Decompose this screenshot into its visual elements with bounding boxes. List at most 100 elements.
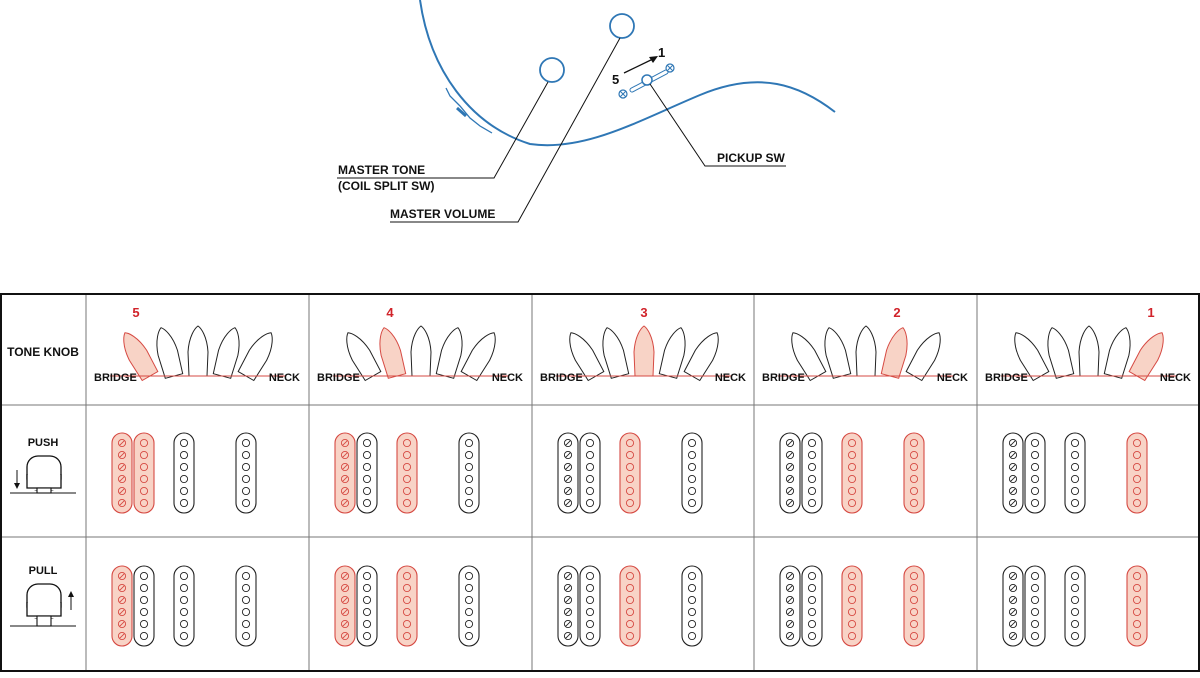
pull-pickup-row (779, 565, 925, 647)
bridge-humbucker-coil-a (1002, 565, 1024, 647)
pull-knob-row-label: PULL (10, 565, 76, 627)
switch-lever-active (633, 325, 655, 377)
push-pickup-row (557, 432, 703, 514)
bridge-humbucker-coil-b (801, 432, 823, 514)
middle-pickup (619, 565, 641, 647)
pull-pickup-row (1002, 565, 1148, 647)
pull-pickup-row (557, 565, 703, 647)
switching-table: TONE KNOB PUSH PULL (0, 293, 1200, 672)
master-volume-knob[interactable] (609, 13, 635, 39)
bridge-humbucker-coil-b (1024, 565, 1046, 647)
pull-label: PULL (29, 565, 58, 577)
neck-pickup (903, 565, 925, 647)
switch-direction-arrow (623, 56, 658, 74)
neck-label: NECK (492, 372, 523, 384)
middle-pickup (1064, 565, 1086, 647)
switch-lever (237, 332, 273, 382)
switch-lever (658, 327, 686, 379)
neck-pickup (235, 432, 257, 514)
bridge-humbucker-coil-b (579, 432, 601, 514)
bridge-humbucker-coil-a (334, 565, 356, 647)
push-pickup-row (111, 432, 257, 514)
bridge-humbucker-coil-a (1002, 432, 1024, 514)
bridge-humbucker-coil-a (557, 432, 579, 514)
neck-pickup (458, 432, 480, 514)
switch-lever (156, 327, 184, 379)
switch-lever (569, 332, 605, 382)
bridge-humbucker-coil-b (1024, 432, 1046, 514)
switch-lever (1047, 327, 1075, 379)
switch-position-1-label: 1 (658, 45, 665, 60)
bridge-humbucker-coil-b (801, 565, 823, 647)
switch-lever-active (1128, 332, 1164, 382)
switch-lever-fan-icon (556, 325, 732, 382)
pickup-sw-label: PICKUP SW (717, 151, 785, 165)
switch-lever (602, 327, 630, 379)
position-number-label: 4 (386, 305, 394, 320)
bridge-label: BRIDGE (762, 372, 805, 384)
neck-label: NECK (937, 372, 968, 384)
leader-lines (337, 37, 786, 223)
push-pickup-row (334, 432, 480, 514)
table-grid (0, 293, 1200, 672)
neck-pickup (1126, 432, 1148, 514)
body-curve (419, 0, 836, 147)
pull-pickup-row (334, 565, 480, 647)
middle-pickup (173, 565, 195, 647)
middle-pickup (619, 432, 641, 514)
position-number-label: 3 (640, 305, 647, 320)
master-tone-leader (337, 81, 549, 179)
master-volume-leader (390, 37, 621, 223)
neck-label: NECK (715, 372, 746, 384)
middle-pickup (841, 432, 863, 514)
position-number-label: 5 (132, 305, 139, 320)
switch-lever-active (880, 327, 908, 379)
switch-lever (1103, 327, 1131, 379)
switch-lever (1014, 332, 1050, 382)
bridge-humbucker-coil-a (334, 432, 356, 514)
neck-pickup (903, 432, 925, 514)
switch-lever (824, 327, 852, 379)
neck-label: NECK (1160, 372, 1191, 384)
screw-icon (665, 63, 675, 73)
middle-pickup (396, 432, 418, 514)
neck-pickup (458, 565, 480, 647)
bridge-humbucker-coil-a (111, 565, 133, 647)
bridge-label: BRIDGE (94, 372, 137, 384)
neck-label: NECK (269, 372, 300, 384)
pickup-selector-switch[interactable] (618, 63, 675, 99)
master-tone-label: MASTER TONE (338, 163, 425, 177)
master-tone-knob[interactable] (539, 57, 565, 83)
bridge-label: BRIDGE (540, 372, 583, 384)
switch-tip (641, 74, 653, 86)
pickguard-edge (445, 87, 493, 134)
bridge-humbucker-coil-b (133, 565, 155, 647)
neck-pickup (681, 432, 703, 514)
guitar-body-outline (419, 0, 836, 147)
switch-lever (212, 327, 240, 379)
push-pickup-row (779, 432, 925, 514)
middle-pickup (173, 432, 195, 514)
pickguard-notch (456, 106, 467, 118)
switch-lever (460, 332, 496, 382)
switch-lever-fan-icon (333, 325, 509, 382)
bridge-humbucker-coil-b (356, 565, 378, 647)
switch-lever (187, 325, 209, 377)
switch-lever (1078, 325, 1100, 377)
push-knob-icon (10, 455, 76, 494)
switch-position-5-label: 5 (612, 72, 619, 87)
position-number-label: 2 (893, 305, 900, 320)
switch-lever (410, 325, 432, 377)
push-pickup-row (1002, 432, 1148, 514)
bridge-humbucker-coil-a (779, 432, 801, 514)
switch-lever (435, 327, 463, 379)
switch-lever (791, 332, 827, 382)
neck-pickup (1126, 565, 1148, 647)
